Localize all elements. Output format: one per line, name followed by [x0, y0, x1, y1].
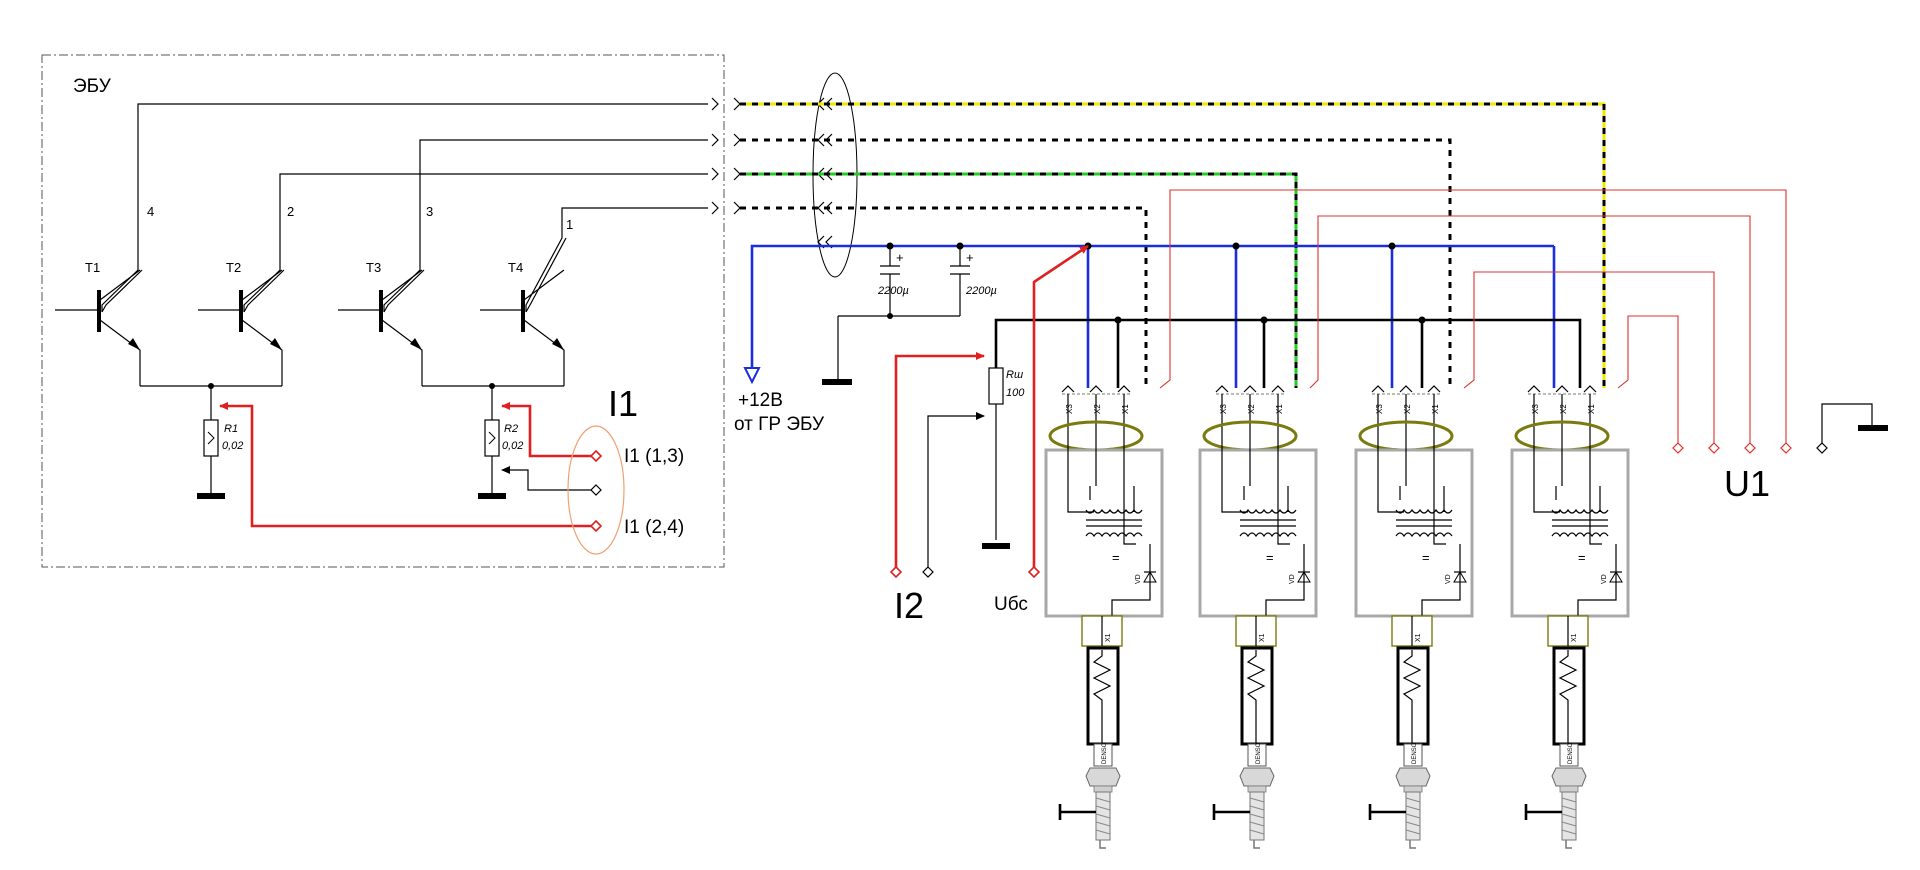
shunt-r2	[422, 383, 564, 499]
spark-plug: DENSO	[1524, 742, 1587, 849]
coil-module-4: X3 X2 X1 = VD X1 DENSO	[1510, 385, 1630, 849]
coil-eq: =	[1422, 550, 1430, 565]
coil-eq: =	[1112, 550, 1120, 565]
i1-24-label: I1 (2,4)	[624, 517, 684, 538]
t3-label: T3	[366, 260, 381, 275]
coil-out-x1: X1	[1571, 633, 1578, 642]
ecu-output-wires	[101, 97, 833, 313]
spark-plug: DENSO	[1212, 742, 1275, 849]
coil-out-x1: X1	[1105, 633, 1112, 642]
cap1-plus: +	[896, 250, 904, 265]
spark-plug: DENSO	[1368, 742, 1431, 849]
transistor-t1	[55, 269, 141, 386]
coil-pin-x3: X3	[1375, 404, 1384, 414]
coil-pin-x2: X2	[1559, 404, 1568, 414]
rsh-label: Rш	[1006, 369, 1023, 381]
r2-value: 0,02	[502, 440, 523, 452]
coil-module-3: X3 X2 X1 = VD X1 DENSO	[1354, 385, 1474, 849]
cap2-value: 2200µ	[965, 285, 997, 297]
coil-pin-x3: X3	[1531, 404, 1540, 414]
ubs-label: Uбс	[994, 594, 1028, 615]
harness-wires	[740, 102, 1606, 388]
spark-plug-brand: DENSO	[1412, 742, 1418, 764]
rsh-shunt	[889, 244, 1089, 579]
transistor-t4	[480, 269, 565, 386]
r1-label: R1	[224, 423, 238, 435]
transistor-t2	[198, 269, 283, 386]
coil-pin-x1: X1	[1275, 404, 1284, 414]
spark-plug-brand: DENSO	[1568, 742, 1574, 764]
coil-pin-x2: X2	[1403, 404, 1412, 414]
from-gr-label: от ГР ЭБУ	[734, 414, 825, 435]
ground-bus	[994, 316, 1582, 388]
spark-plug-brand: DENSO	[1256, 742, 1262, 764]
coil-vd: VD	[1601, 574, 1608, 584]
i1-measurement-wires	[219, 402, 625, 555]
coil-vd: VD	[1135, 574, 1142, 584]
i1-big-label: I1	[608, 383, 638, 424]
i1-13-label: I1 (1,3)	[624, 446, 684, 467]
i2-label: I2	[894, 585, 924, 626]
ebu-label: ЭБУ	[73, 76, 112, 97]
coil-pin-x3: X3	[1219, 404, 1228, 414]
t1-label: T1	[85, 260, 100, 275]
cap2-plus: +	[966, 250, 974, 265]
rsh-value: 100	[1006, 387, 1025, 399]
coil-pin-x3: X3	[1065, 404, 1074, 414]
wire-number-4: 4	[147, 204, 154, 219]
u1-label: U1	[1724, 463, 1770, 504]
coil-pin-x1: X1	[1587, 404, 1596, 414]
r1-value: 0,02	[222, 440, 243, 452]
coil-out-x1: X1	[1259, 633, 1266, 642]
capacitors	[822, 246, 970, 385]
spark-plug: DENSO	[1058, 742, 1121, 849]
ebu-frame	[41, 54, 725, 568]
coil-vd: VD	[1445, 574, 1452, 584]
u1-measurement-wires	[1159, 189, 1888, 454]
spark-plug-brand: DENSO	[1102, 742, 1108, 764]
coil-pin-x2: X2	[1093, 404, 1102, 414]
coil-pin-x1: X1	[1431, 404, 1440, 414]
transistor-t3	[338, 269, 423, 386]
wire-number-1: 1	[566, 217, 573, 232]
coil-eq: =	[1266, 550, 1274, 565]
coil-pin-x2: X2	[1247, 404, 1256, 414]
t2-label: T2	[226, 260, 241, 275]
coil-vd: VD	[1289, 574, 1296, 584]
t4-label: T4	[508, 260, 523, 275]
r2-label: R2	[504, 423, 518, 435]
plus12v-label: +12В	[738, 390, 783, 411]
coil-out-x1: X1	[1415, 633, 1422, 642]
coil-module-2: X3 X2 X1 = VD X1 DENSO	[1198, 385, 1318, 849]
coil-module-1: X3 X2 X1 = VD X1 DENSO	[1044, 385, 1164, 849]
wire-number-2: 2	[287, 204, 294, 219]
wire-number-3: 3	[426, 204, 433, 219]
coil-eq: =	[1578, 550, 1586, 565]
coil-pin-x1: X1	[1121, 404, 1130, 414]
shunt-r1	[140, 383, 282, 499]
cap1-value: 2200µ	[877, 285, 909, 297]
supply-12v-line	[743, 242, 1556, 388]
